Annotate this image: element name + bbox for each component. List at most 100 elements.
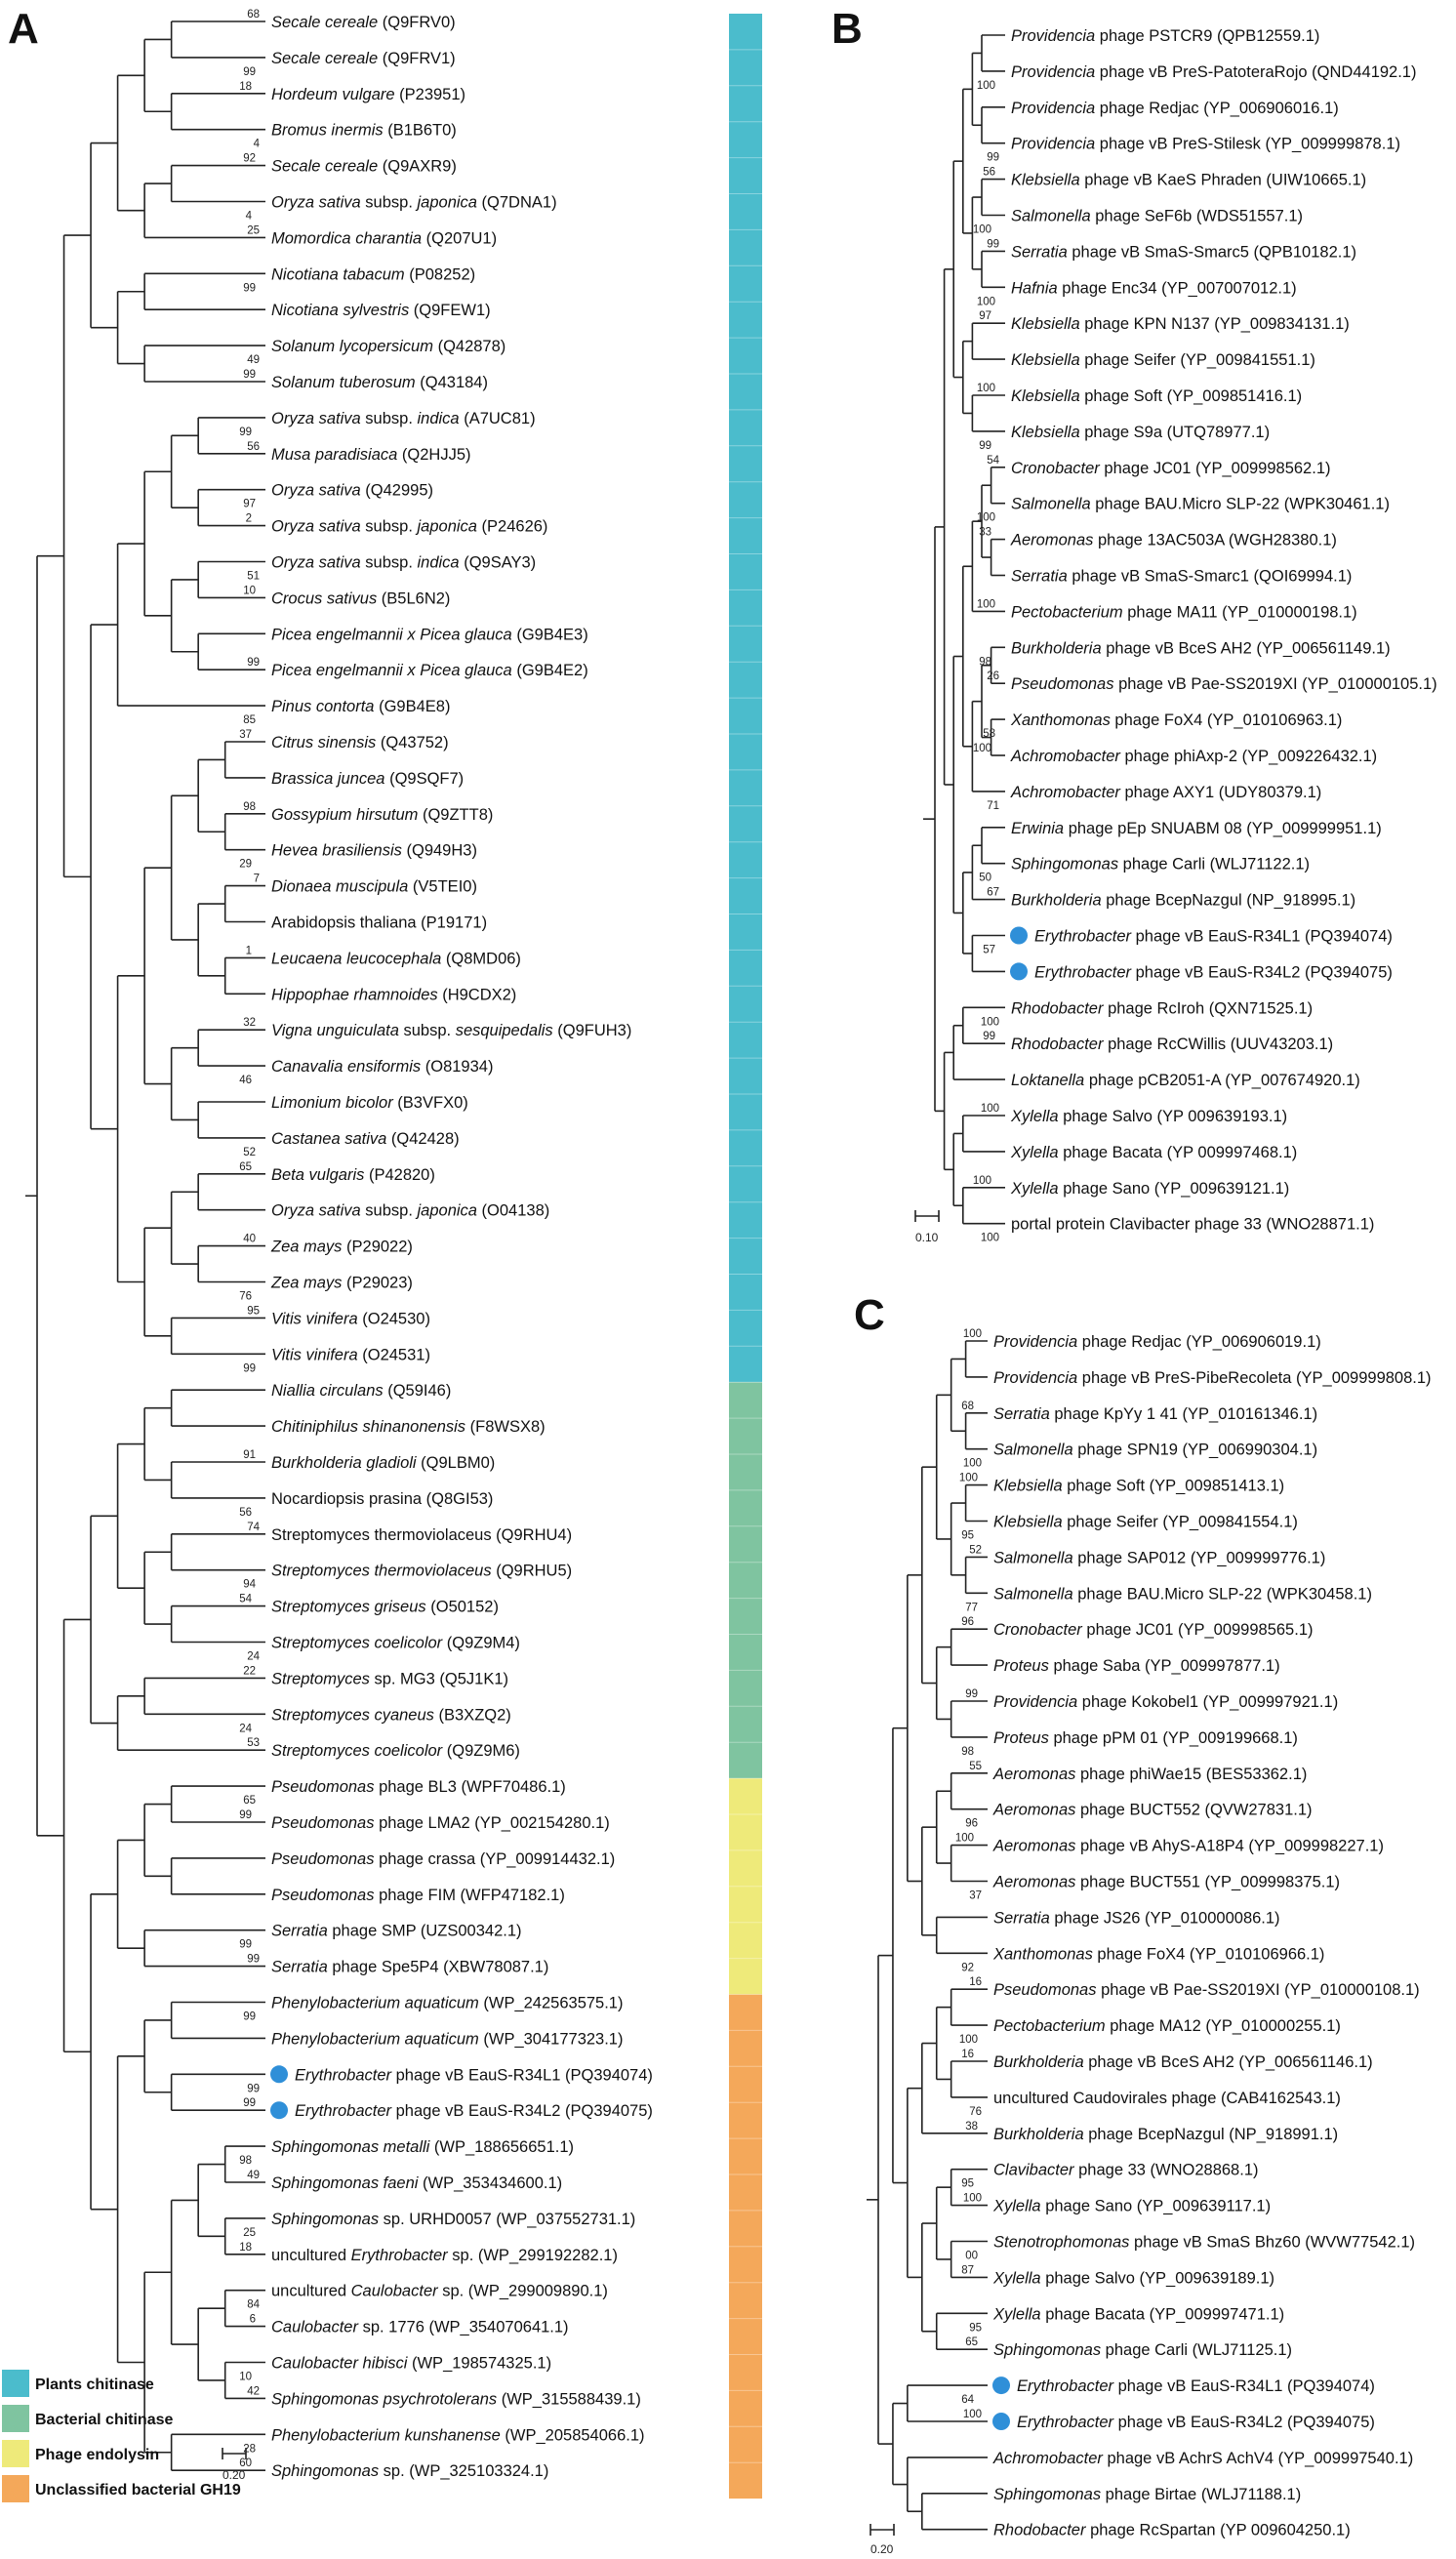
leaf-detail: phage SMP (UZS00342.1) — [328, 1923, 522, 1940]
bootstrap-value: 99 — [965, 1688, 978, 1700]
species-name: Aeromonas — [992, 1874, 1075, 1891]
leaf-label: Serratia phage vB SmaS-Smarc1 (QOI69994.… — [1011, 568, 1352, 586]
leaf-label: Xylella phage Sano (YP_009639121.1) — [1010, 1180, 1289, 1198]
bootstrap-value: 10 — [243, 585, 256, 596]
leaf-label: Xanthomonas phage FoX4 (YP_010106966.1) — [992, 1945, 1324, 1963]
leaf-label: Klebsiella phage Soft (YP_009851416.1) — [1011, 387, 1302, 405]
species-name: Castanea sativa — [271, 1130, 386, 1148]
leaf-detail: phage FIM (WFP47182.1) — [375, 1887, 565, 1904]
leaf-detail: uncultured Caudovirales phage (CAB416254… — [993, 2090, 1341, 2107]
species-name: Chitiniphilus shinanonensis — [271, 1418, 465, 1436]
leaf-label: Aeromonas phage phiWae15 (BES53362.1) — [992, 1766, 1307, 1783]
bootstrap-value: 95 — [961, 2178, 974, 2190]
species-name: Bromus inermis — [271, 122, 384, 140]
leaf-label: Salmonella phage BAU.Micro SLP-22 (WPK30… — [1011, 496, 1390, 513]
leaf-detail: (B3VFX0) — [393, 1094, 468, 1112]
leaf-detail: phage Sano (YP_009639117.1) — [1041, 2198, 1271, 2215]
leaf-detail: (B1B6T0) — [384, 122, 457, 140]
leaf-label: Proteus phage Saba (YP_009997877.1) — [993, 1657, 1280, 1675]
leaf-detail: subsp. — [361, 194, 418, 212]
leaf-label: Zea mays (P29022) — [270, 1239, 413, 1256]
bootstrap-value: 56 — [247, 441, 260, 453]
leaf-label: Pseudomonas phage vB Pae-SS2019XI (YP_01… — [993, 1981, 1420, 1999]
species-name: Hevea brasiliensis — [271, 842, 402, 860]
bootstrap-value: 99 — [987, 152, 999, 164]
leaf-detail: phage FoX4 (YP_010106963.1) — [1111, 711, 1343, 729]
leaf-detail: phage vB EauS-R34L2 (PQ394075) — [1131, 963, 1393, 981]
leaf-label: Rhodobacter phage RcIroh (QXN71525.1) — [1011, 999, 1313, 1017]
leaf-detail: phage vB EauS-R34L1 (PQ394074) — [391, 2066, 653, 2084]
leaf-detail: phage SAP012 (YP_009999776.1) — [1073, 1549, 1326, 1566]
species-name: Picea engelmannii x Picea glauca — [271, 626, 512, 643]
bootstrap-value: 55 — [969, 1761, 982, 1772]
leaf-detail: phage JC01 (YP_009998565.1) — [1082, 1621, 1314, 1639]
bootstrap-value: 74 — [247, 1522, 260, 1533]
leaf-label: Pinus contorta (G9B4E8) — [271, 698, 450, 715]
leaf-detail: phage vB AhyS-A18P4 (YP_009998227.1) — [1075, 1838, 1384, 1855]
leaf-detail: phage Salvo (YP 009639193.1) — [1059, 1108, 1288, 1125]
leaf-label: uncultured Caudovirales phage (CAB416254… — [993, 2090, 1341, 2107]
leaf-detail: (Q9RHU5) — [492, 1563, 573, 1580]
species-name: Serratia — [993, 1405, 1050, 1423]
highlight-dot — [992, 2413, 1010, 2430]
leaf-label: Loktanella phage pCB2051-A (YP_007674920… — [1011, 1072, 1360, 1089]
bootstrap-value: 100 — [981, 1233, 999, 1244]
bootstrap-value: 65 — [243, 1795, 256, 1807]
species-name: Providencia — [1011, 27, 1095, 45]
species-name: Oryza sativa — [271, 410, 361, 427]
leaf-detail: sp. (WP_299192282.1) — [448, 2247, 618, 2264]
leaf-detail: phage MA12 (YP_010000255.1) — [1106, 2017, 1341, 2035]
leaf-detail: (O81934) — [421, 1058, 493, 1076]
leaf-detail: phage BcepNazgul (NP_918991.1) — [1084, 2126, 1339, 2143]
leaf-detail: phage vB SmaS-Smarc1 (QOI69994.1) — [1068, 568, 1353, 586]
leaf-label: Caulobacter sp. 1776 (WP_354070641.1) — [271, 2319, 569, 2336]
leaf-detail: phage Sano (YP_009639121.1) — [1059, 1180, 1290, 1198]
species-name: Pectobacterium — [1011, 603, 1123, 621]
species-name: Clavibacter — [993, 2162, 1075, 2179]
species-name: Streptomyces coelicolor — [271, 1635, 444, 1652]
species-name: Sphingomonas — [993, 2341, 1101, 2359]
leaf-label: Oryza sativa subsp. indica (Q9SAY3) — [271, 554, 536, 572]
leaf-label: Pectobacterium phage MA11 (YP_010000198.… — [1011, 603, 1357, 621]
species-name: Rhodobacter — [1011, 999, 1105, 1017]
species-name: Erythrobacter — [1017, 2377, 1115, 2395]
group-bar-segment — [729, 1382, 762, 1779]
bootstrap-value: 68 — [247, 9, 260, 20]
species-name: Burkholderia — [1011, 639, 1102, 657]
species-name: Klebsiella — [1011, 387, 1080, 405]
species-name: Vitis vinifera — [271, 1346, 358, 1363]
bootstrap-value: 84 — [247, 2299, 260, 2311]
bootstrap-value: 26 — [987, 670, 999, 682]
leaf-detail: subsp. — [361, 518, 418, 536]
leaf-label: Xylella phage Salvo (YP_009639189.1) — [992, 2269, 1274, 2287]
bootstrap-value: 100 — [973, 743, 991, 754]
species-name: Xanthomonas — [1010, 711, 1111, 729]
bootstrap-value: 1 — [246, 945, 252, 956]
leaf-label: Rhodobacter phage RcSpartan (YP 00960425… — [993, 2522, 1351, 2539]
leaf-detail: phage FoX4 (YP_010106966.1) — [1093, 1945, 1325, 1963]
species-name: Canavalia ensiformis — [271, 1058, 421, 1076]
leaf-detail: phage Redjac (YP_006906016.1) — [1095, 100, 1339, 117]
species-name: Providencia — [993, 1333, 1077, 1351]
leaf-detail: (Q9Z9M6) — [442, 1742, 520, 1760]
leaf-detail: (O04138) — [477, 1202, 549, 1220]
leaf-label: Salmonella phage BAU.Micro SLP-22 (WPK30… — [993, 1585, 1372, 1603]
leaf-detail: sp. (WP_299009890.1) — [438, 2283, 608, 2300]
leaf-detail: (B3XZQ2) — [434, 1706, 511, 1724]
species-name: Providencia — [993, 1369, 1077, 1387]
species-name: Oryza sativa — [271, 482, 361, 500]
bootstrap-value: 99 — [243, 2097, 256, 2109]
bootstrap-value: 96 — [965, 1818, 978, 1830]
species-name: Serratia — [271, 1923, 328, 1940]
leaf-detail: (WP_205854066.1) — [501, 2426, 645, 2444]
leaf-label: Pseudomonas phage vB Pae-SS2019XI (YP_01… — [1011, 675, 1437, 693]
species-name: Xylella — [992, 2198, 1041, 2215]
species-name: Dionaea muscipula — [271, 878, 408, 896]
species-name: Rhodobacter — [1011, 1036, 1105, 1053]
highlight-dot — [1010, 926, 1028, 945]
bootstrap-value: 100 — [981, 1016, 999, 1028]
legend-swatch — [2, 2405, 29, 2432]
bootstrap-value: 87 — [961, 2264, 974, 2276]
leaf-label: Aeromonas phage BUCT551 (YP_009998375.1) — [992, 1874, 1340, 1891]
